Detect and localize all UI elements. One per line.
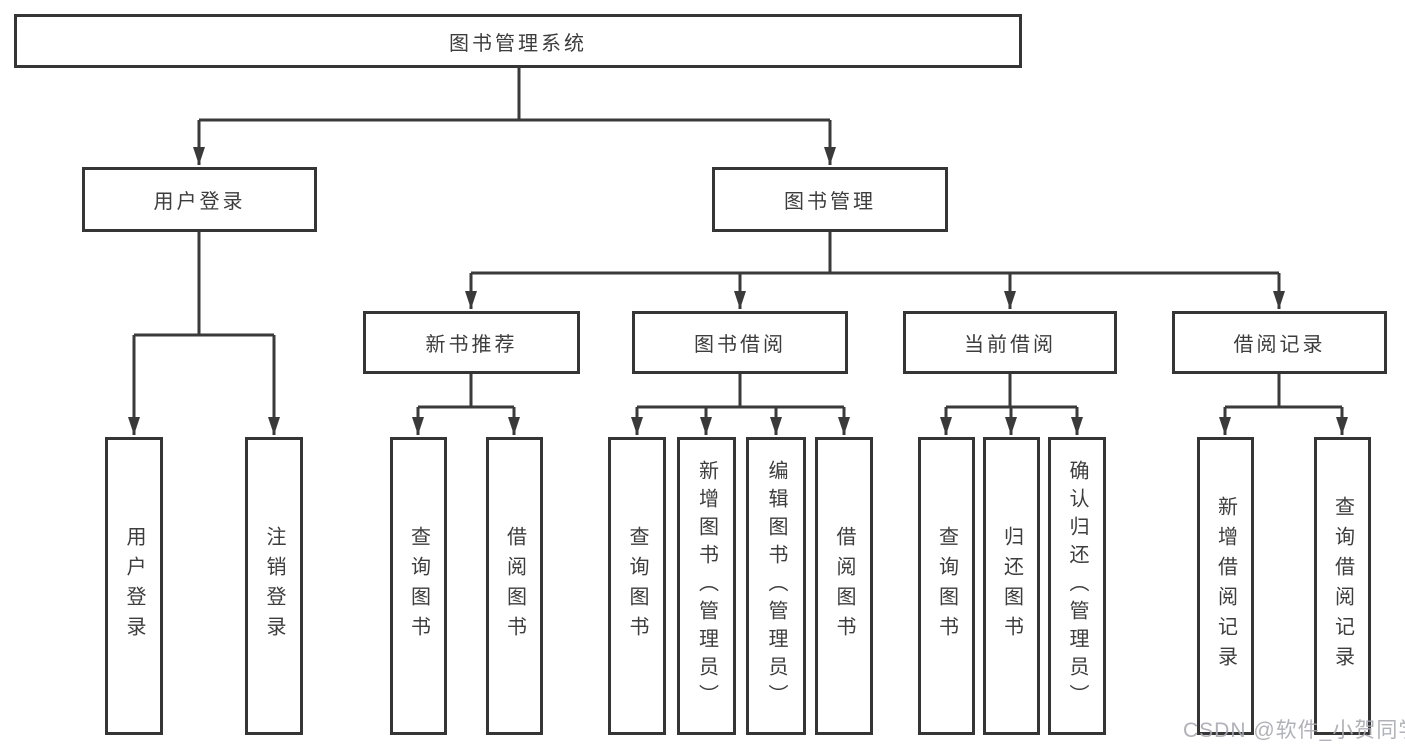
node-label: 用户登录 <box>153 191 246 213</box>
node-library-management-system: 图书管理系统 <box>14 14 1022 68</box>
leaf-query-books: 查询图书 <box>390 437 447 735</box>
node-label: 确认归还（管理员） <box>1066 460 1088 712</box>
node-label: 当前借阅 <box>964 334 1056 356</box>
leaf-add-books-admin: 新增图书（管理员） <box>677 437 736 735</box>
node-new-book-recommend: 新书推荐 <box>363 311 580 374</box>
node-label: 新书推荐 <box>425 334 518 356</box>
node-book-management: 图书管理 <box>712 167 948 232</box>
node-label: 图书借阅 <box>694 334 786 356</box>
leaf-query-books: 查询图书 <box>608 437 666 735</box>
node-label: 查询借阅记录 <box>1331 496 1354 676</box>
node-label: 注销登录 <box>263 526 285 646</box>
node-label: 查询图书 <box>407 526 430 646</box>
node-label: 编辑图书（管理员） <box>765 460 787 712</box>
leaf-query-books: 查询图书 <box>918 437 975 735</box>
csdn-watermark: CSDN @软件_小贺同学 <box>1183 719 1405 742</box>
node-label: 归还图书 <box>1000 526 1023 646</box>
leaf-add-borrow-record: 新增借阅记录 <box>1197 437 1254 735</box>
leaf-query-borrow-record: 查询借阅记录 <box>1314 437 1371 735</box>
node-label: 图书管理 <box>784 191 876 213</box>
node-current-borrow: 当前借阅 <box>903 311 1117 374</box>
node-label: 查询图书 <box>626 526 648 646</box>
node-label: 查询图书 <box>935 526 958 646</box>
leaf-borrow-books: 借阅图书 <box>486 437 543 735</box>
leaf-edit-books-admin: 编辑图书（管理员） <box>746 437 806 735</box>
node-borrow-records: 借阅记录 <box>1172 311 1387 374</box>
node-label: 新增借阅记录 <box>1214 496 1237 676</box>
leaf-logout: 注销登录 <box>245 437 303 735</box>
node-label: 借阅记录 <box>1233 334 1326 356</box>
leaf-confirm-return-admin: 确认归还（管理员） <box>1048 437 1106 735</box>
leaf-return-books: 归还图书 <box>983 437 1040 735</box>
node-label: 新增图书（管理员） <box>695 460 718 712</box>
node-label: 借阅图书 <box>833 526 855 646</box>
leaf-borrow-books: 借阅图书 <box>815 437 873 735</box>
node-label: 用户登录 <box>123 526 145 646</box>
node-label: 图书管理系统 <box>449 32 587 55</box>
node-user-login: 用户登录 <box>82 167 317 232</box>
leaf-user-login: 用户登录 <box>105 437 163 735</box>
node-label: 借阅图书 <box>503 526 526 646</box>
node-book-borrow: 图书借阅 <box>632 311 848 374</box>
